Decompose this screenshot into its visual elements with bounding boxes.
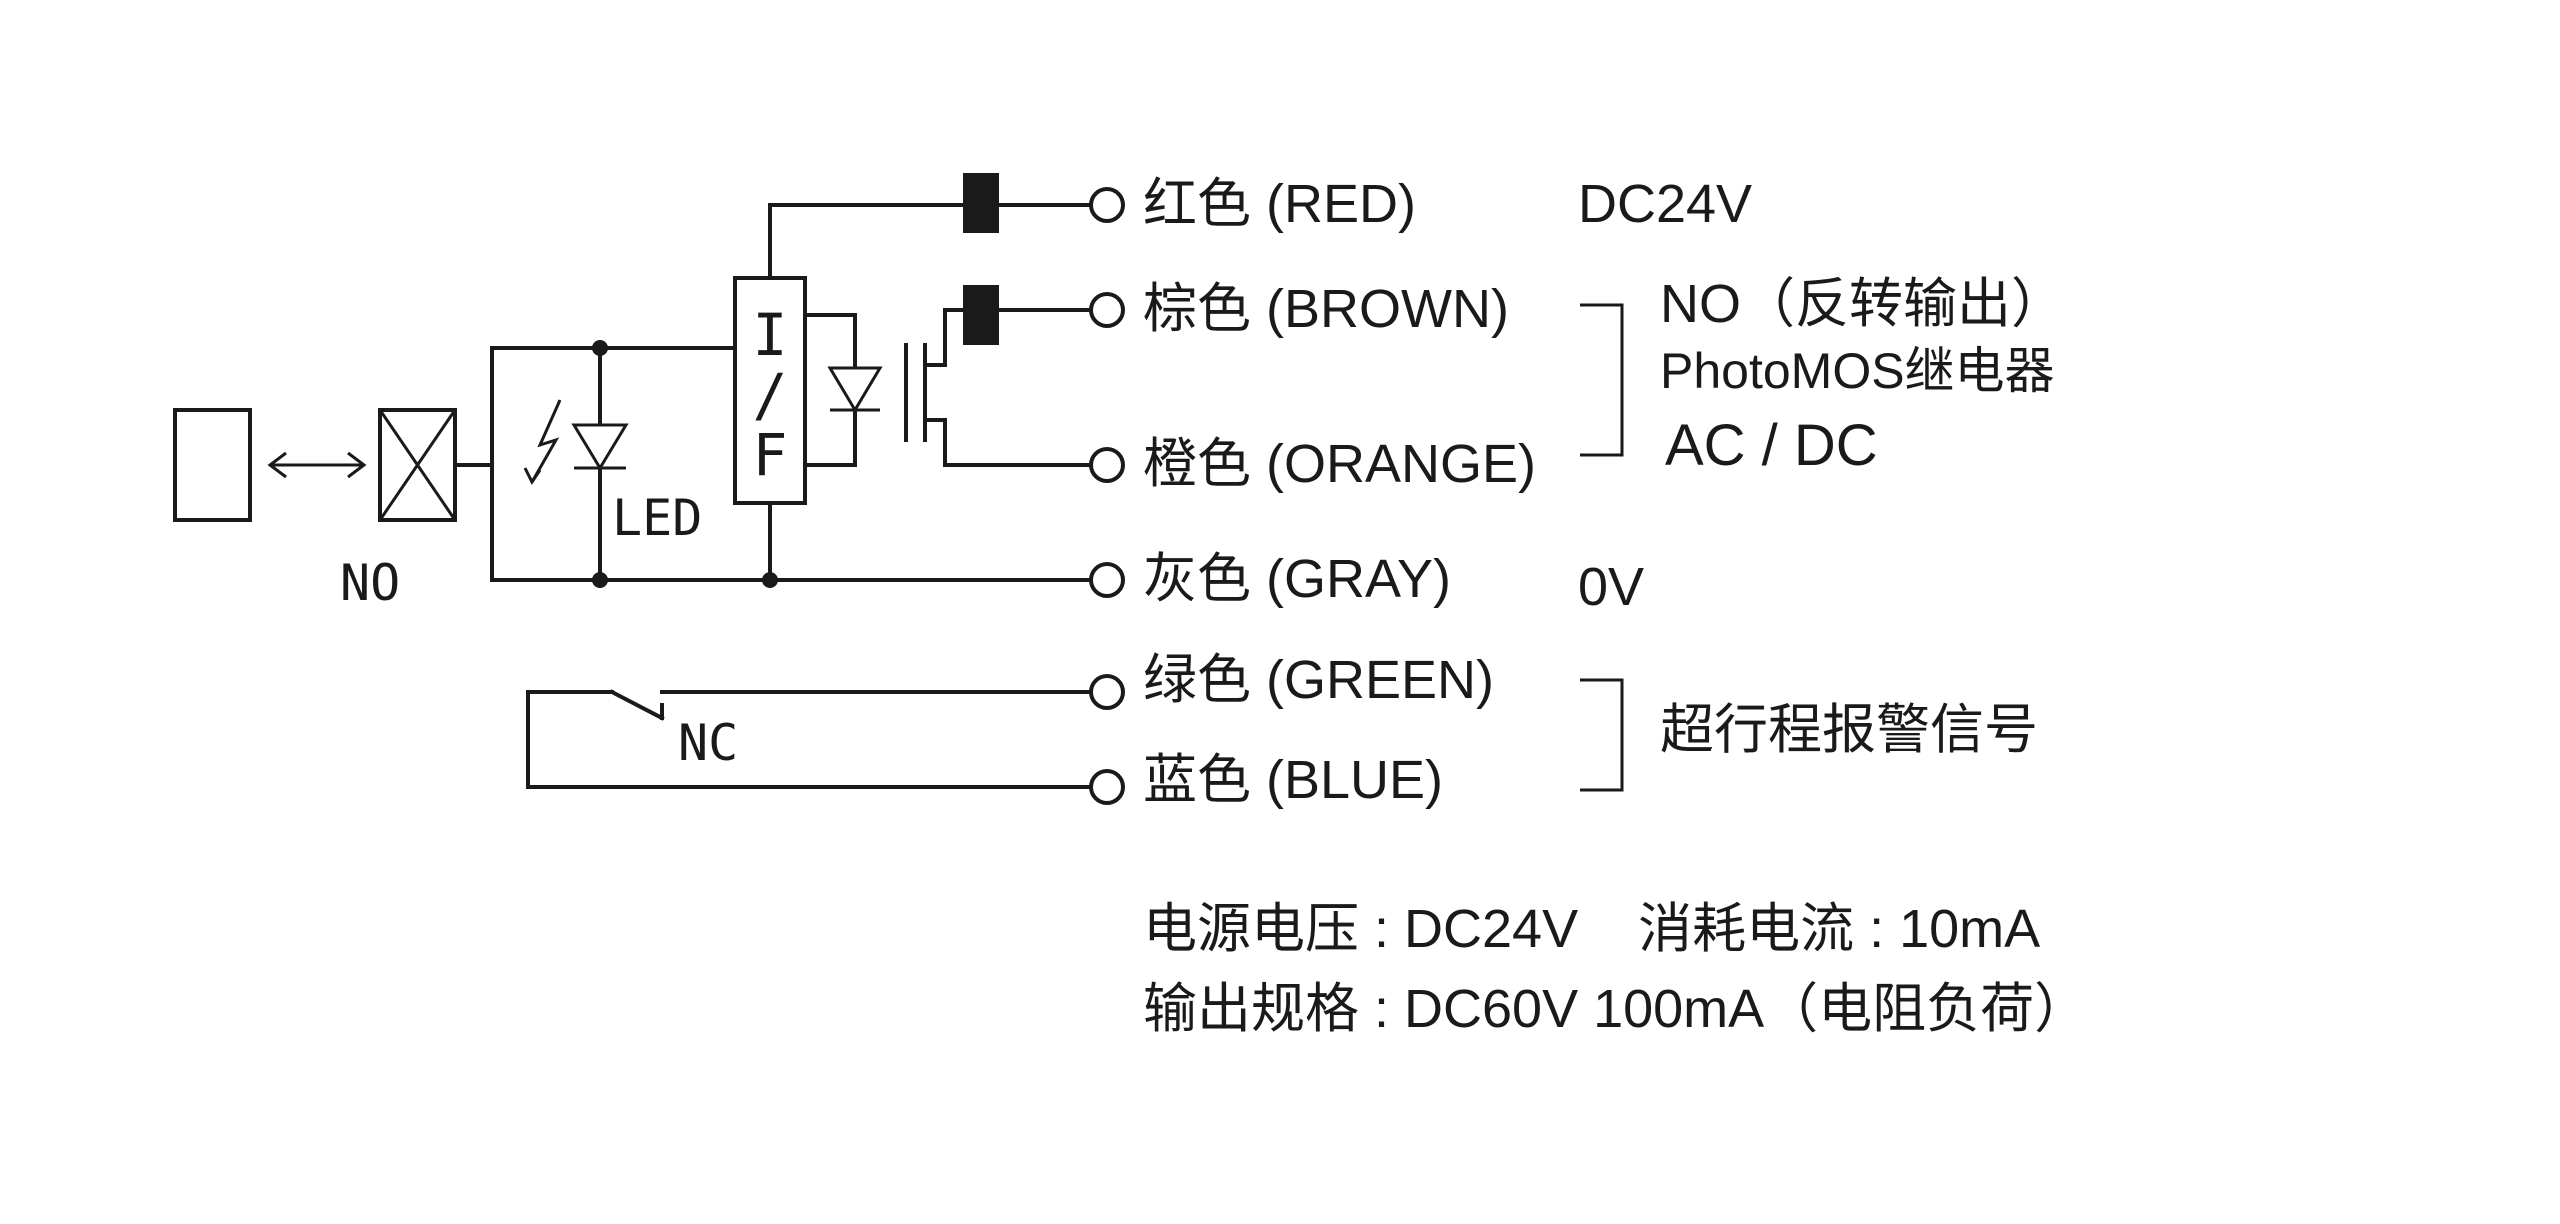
- sensor-target: [173, 408, 252, 522]
- double-arrow-icon: [267, 451, 367, 479]
- interface-letter-slash: /: [753, 361, 788, 429]
- interface-letter-i: I: [753, 301, 788, 369]
- wire-label-blue: 蓝色 (BLUE): [1143, 750, 1443, 810]
- spec-line-output: 输出规格 : DC60V 100mA（电阻负荷）: [1143, 979, 2088, 1039]
- terminal-brown: [1089, 292, 1125, 328]
- terminal-orange: [1089, 447, 1125, 483]
- wire-label-orange: 橙色 (ORANGE): [1143, 434, 1536, 494]
- light-emission-icon: [523, 399, 562, 485]
- terminals: [1089, 187, 1125, 805]
- alarm-bracket: [1580, 678, 1624, 792]
- acdc-annotation: AC / DC: [1665, 413, 1878, 478]
- mosfet-switch-icon: [904, 308, 1107, 467]
- nc-contact: [526, 689, 1107, 789]
- no-sensor-element: [378, 408, 457, 522]
- left-circuit: [453, 340, 1092, 588]
- wire-label-green: 绿色 (GREEN): [1143, 650, 1494, 710]
- terminal-gray: [1089, 562, 1125, 598]
- interface-letter-f: F: [753, 421, 788, 489]
- terminal-green: [1089, 674, 1125, 710]
- terminal-blue: [1089, 769, 1125, 805]
- dc24v-annotation: DC24V: [1578, 174, 1752, 234]
- ferrite-core-icon: [963, 173, 999, 345]
- output-bracket: [1580, 303, 1624, 457]
- wire-label-red: 红色 (RED): [1143, 174, 1416, 234]
- output-type-annotation: NO（反转输出）: [1660, 274, 2065, 334]
- no-label: NO: [340, 554, 400, 612]
- photomos-led-icon: [803, 313, 883, 467]
- relay-annotation: PhotoMOS继电器: [1660, 343, 2055, 399]
- led-label: LED: [612, 489, 702, 547]
- wire-label-gray: 灰色 (GRAY): [1143, 549, 1451, 609]
- zero-v-annotation: 0V: [1578, 557, 1644, 617]
- alarm-annotation: 超行程报警信号: [1660, 700, 2038, 760]
- wire-label-brown: 棕色 (BROWN): [1143, 279, 1509, 339]
- terminal-red: [1089, 187, 1125, 223]
- spec-line-power: 电源电压 : DC24V 消耗电流 : 10mA: [1143, 899, 2040, 959]
- nc-label: NC: [678, 714, 738, 772]
- led-diode-icon: [571, 423, 629, 471]
- interface-block: [733, 203, 807, 582]
